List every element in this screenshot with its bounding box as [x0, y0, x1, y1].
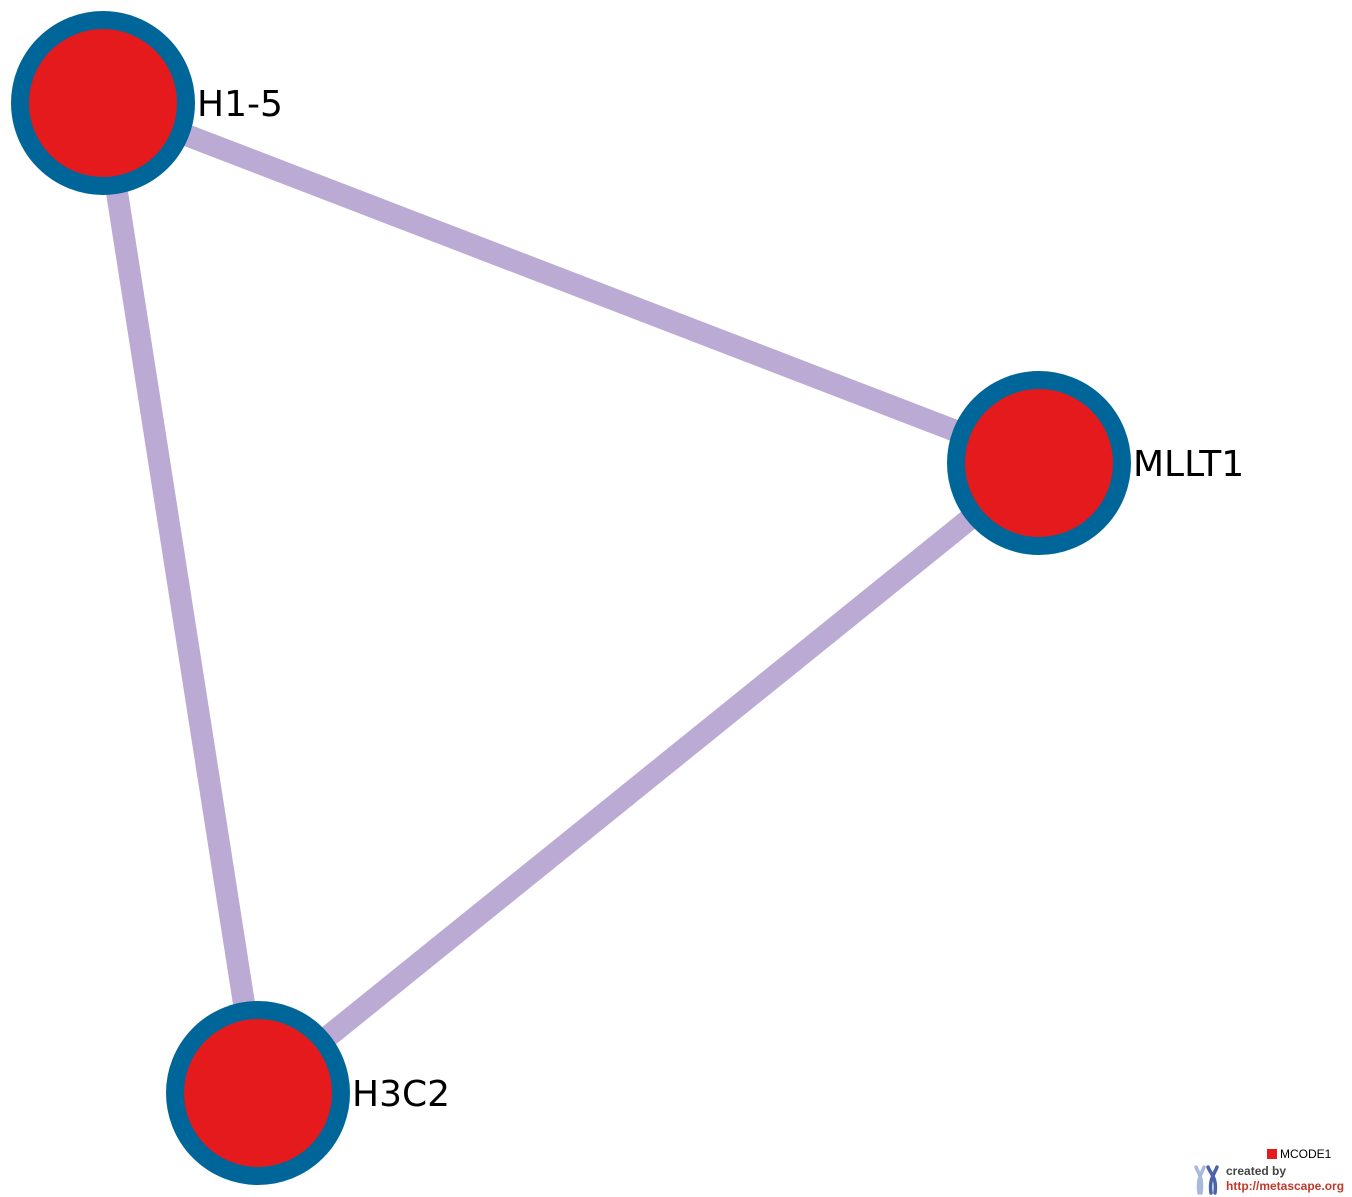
- node-h3c2: H3C2: [166, 1001, 450, 1185]
- edge-h1-5-h3c2: [92, 101, 269, 1095]
- metascape-logo-icon: [1194, 1165, 1219, 1195]
- credit-created-by: created by: [1226, 1164, 1287, 1178]
- legend-label: MCODE1: [1280, 1147, 1332, 1161]
- node-circle: [947, 371, 1131, 555]
- node-label: H1-5: [197, 84, 283, 125]
- legend: MCODE1: [1267, 1147, 1331, 1161]
- legend-swatch: [1267, 1149, 1277, 1159]
- credit-url: http://metascape.org: [1226, 1179, 1345, 1193]
- metascape-credit: created by http://metascape.org: [1193, 1163, 1351, 1195]
- node-label: H3C2: [352, 1074, 450, 1115]
- node-mllt1: MLLT1: [947, 371, 1244, 555]
- edge-h1-5-mllt1: [99, 92, 1043, 474]
- node-circle: [11, 11, 195, 195]
- edge-mllt1-h3c2: [251, 454, 1046, 1102]
- edges-layer: [92, 92, 1046, 1102]
- node-h1-5: H1-5: [11, 11, 283, 195]
- node-circle: [166, 1001, 350, 1185]
- node-label: MLLT1: [1133, 444, 1244, 485]
